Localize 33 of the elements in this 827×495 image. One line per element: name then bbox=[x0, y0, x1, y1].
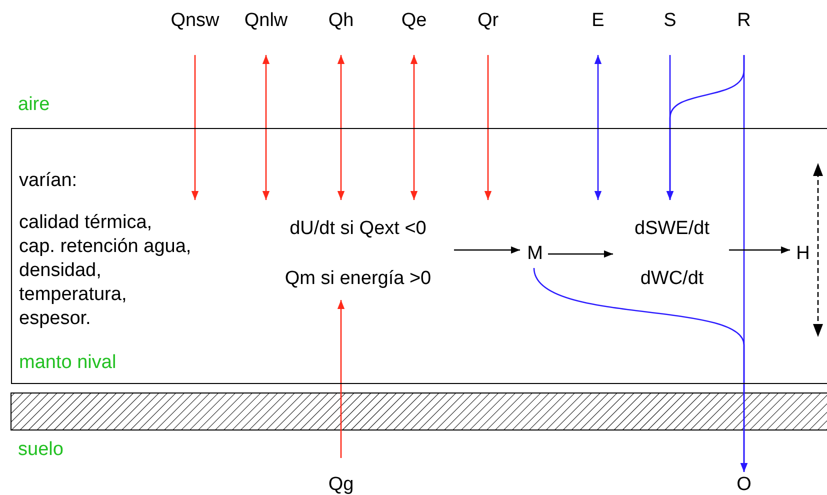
flux-label: Qg bbox=[326, 474, 356, 495]
arrow bbox=[548, 250, 613, 258]
arrow bbox=[337, 55, 345, 200]
symbol-label: M bbox=[523, 243, 547, 267]
property-list: calidad térmica, cap. retención agua, densidad, temperatura, espesor. bbox=[19, 211, 249, 331]
flux-label: R bbox=[734, 10, 754, 36]
flux-label: S bbox=[660, 10, 680, 36]
flux-label: Qnlw bbox=[240, 10, 292, 36]
arrow bbox=[454, 246, 520, 254]
region-label: aire bbox=[18, 94, 50, 116]
arrow bbox=[410, 55, 418, 200]
arrow bbox=[729, 246, 790, 254]
flux-label: Qh bbox=[326, 10, 356, 36]
arrow bbox=[191, 55, 199, 200]
band-title: manto nival bbox=[19, 351, 118, 375]
arrow bbox=[594, 55, 602, 200]
arrow bbox=[484, 55, 492, 200]
arrow bbox=[337, 300, 345, 458]
arrow bbox=[533, 268, 748, 472]
equation-text: dU/dt si Qext <0 bbox=[288, 218, 428, 240]
flux-label: Qr bbox=[474, 10, 502, 36]
snowpack-band bbox=[11, 128, 827, 384]
flux-label: O bbox=[734, 474, 754, 495]
flux-label: Qnsw bbox=[170, 10, 220, 36]
flux-label: Qe bbox=[399, 10, 429, 36]
heading-text: varían: bbox=[19, 169, 78, 193]
equation-text: Qm si energía >0 bbox=[284, 268, 432, 290]
equation-text: dWC/dt bbox=[639, 268, 705, 290]
flux-label: E bbox=[588, 10, 608, 36]
region-label: suelo bbox=[18, 439, 64, 461]
equation-text: dSWE/dt bbox=[634, 218, 710, 240]
symbol-label: H bbox=[793, 243, 813, 267]
arrow bbox=[262, 55, 270, 200]
